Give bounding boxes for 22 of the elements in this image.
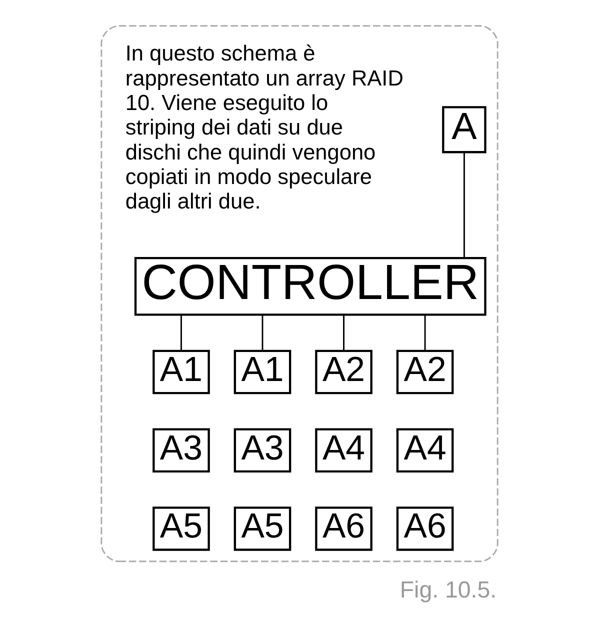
node-box: A4 (396, 428, 454, 472)
node-box: A5 (152, 506, 210, 551)
connector (424, 314, 426, 351)
node-box: A2 (314, 350, 372, 394)
node-box: A5 (233, 506, 291, 551)
caption: Fig. 10.5. (399, 576, 496, 602)
cluster (100, 25, 498, 562)
connector (261, 314, 263, 351)
node-box: A6 (396, 506, 454, 551)
node-box: A3 (233, 428, 291, 472)
connector (462, 152, 464, 258)
node-box: A6 (314, 506, 372, 551)
node-box: A3 (152, 428, 210, 472)
node-box: A1 (233, 350, 291, 394)
node-box: A1 (152, 350, 210, 394)
connector (180, 314, 182, 351)
node-box: A4 (314, 428, 372, 472)
label: In questo schema è rappresentato un array RAID 10. Viene eseguito lo striping dei dati su due dischi che quindi vengono copiati in modo speculare dagli altri due. (124, 40, 403, 214)
node-box: A2 (396, 350, 454, 394)
connector (342, 314, 344, 351)
node-box: CONTROLLER (134, 257, 486, 316)
node-box: A (442, 106, 486, 154)
